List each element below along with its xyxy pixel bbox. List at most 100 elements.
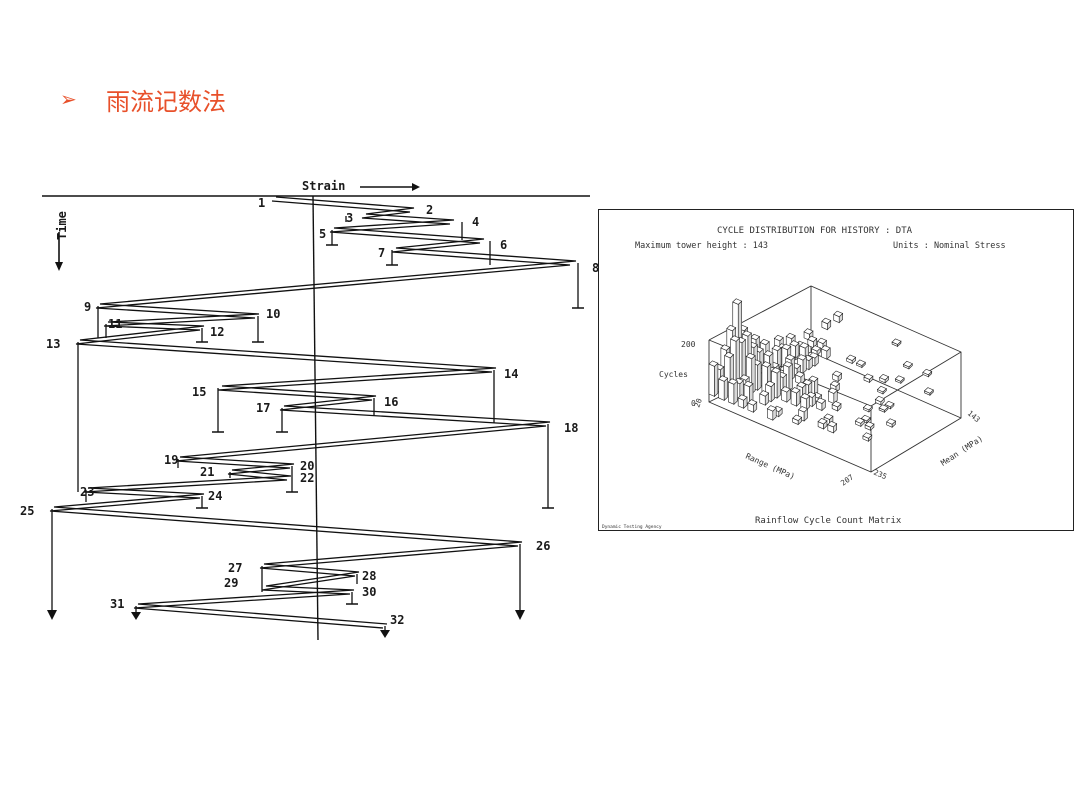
peak-label: 28 <box>362 569 376 583</box>
histogram-tower <box>831 401 842 408</box>
histogram-tower <box>708 360 719 367</box>
histogram-tower <box>833 310 844 318</box>
peak-label: 22 <box>300 471 314 485</box>
histogram-tower <box>733 377 744 385</box>
histogram-tower <box>886 418 897 425</box>
histogram-tower <box>726 324 737 332</box>
histogram-tower <box>803 328 814 335</box>
peak-label: 25 <box>20 504 34 518</box>
time-arrow-icon <box>55 232 63 271</box>
peak-label: 18 <box>564 421 578 435</box>
histogram-tower <box>884 400 895 408</box>
histogram-tower <box>771 367 782 374</box>
histogram-tower <box>741 330 752 337</box>
peak-label: 26 <box>536 539 550 553</box>
histogram-tower <box>747 399 758 406</box>
histogram-tower <box>846 354 857 361</box>
histogram-tower <box>807 335 818 343</box>
histogram-tower <box>923 387 934 394</box>
histogram-tower <box>862 432 873 439</box>
histogram-tower <box>718 378 725 401</box>
histogram-tower <box>723 377 728 402</box>
peak-label: 8 <box>592 261 599 275</box>
end-arrow-icons <box>47 610 525 638</box>
histogram-tower <box>860 414 871 422</box>
histogram-tower <box>788 363 793 392</box>
peak-label: 24 <box>208 489 222 503</box>
peak-label: 7 <box>378 246 385 260</box>
histogram-tower <box>724 351 735 359</box>
peak-label: 1 <box>258 196 265 210</box>
zero-strain-line <box>312 195 319 641</box>
histogram-caption: Rainflow Cycle Count Matrix <box>755 516 902 526</box>
histogram-tower <box>879 373 890 381</box>
peak-label: 15 <box>192 385 206 399</box>
peak-label: 13 <box>46 337 60 351</box>
peak-labels: 1 2 3 4 5 6 7 8 9 10 11 12 13 14 15 16 1… <box>20 196 599 627</box>
histogram-tower <box>733 380 738 406</box>
histogram-tower <box>922 368 933 376</box>
peak-label: 2 <box>426 203 433 217</box>
histogram-tower <box>821 317 832 325</box>
histogram-tower <box>832 370 843 377</box>
mean-axis-label: Mean (MPa) <box>939 434 984 468</box>
peak-label: 11 <box>108 317 122 331</box>
slide-heading: 雨流记数法 <box>106 87 226 116</box>
histogram-tower <box>878 404 889 411</box>
histogram-tower <box>759 338 770 346</box>
peak-label: 19 <box>164 453 178 467</box>
histogram-tower <box>817 337 827 345</box>
histogram-tower <box>800 393 811 400</box>
cycle-histogram-chart: CYCLE DISTRIBUTION FOR HISTORY : DTA Max… <box>602 226 1006 530</box>
histogram-tower <box>739 374 750 381</box>
histogram-tower <box>737 394 748 401</box>
range-axis-label: Range (MPa) <box>744 452 796 482</box>
peak-label: 31 <box>110 597 124 611</box>
histogram-tower <box>773 334 784 342</box>
peak-label: 14 <box>504 367 518 381</box>
y-tick-zero: 0 <box>691 399 696 408</box>
histogram-tower <box>727 378 738 385</box>
mean-tick: 143 <box>966 409 982 425</box>
strain-arrow-icon <box>360 183 420 191</box>
peak-label: 16 <box>384 395 398 409</box>
histogram-tower <box>794 371 805 378</box>
histogram-tower <box>782 361 793 368</box>
peak-label: 29 <box>224 576 238 590</box>
range-tick-start: 20 <box>692 397 704 409</box>
histogram-tower <box>743 380 754 388</box>
peak-label: 23 <box>80 485 94 499</box>
range-tick-a: 207 <box>839 472 855 487</box>
peak-label: 32 <box>390 613 404 627</box>
histogram-tower <box>827 387 838 394</box>
cycles-axis-label: Cycles <box>659 370 688 379</box>
peak-label: 20 <box>300 459 314 473</box>
strain-history-path <box>49 196 577 629</box>
histogram-tower <box>827 420 838 428</box>
histogram-tower <box>776 369 781 399</box>
histogram-tower <box>766 405 777 412</box>
histogram-tower <box>789 340 800 347</box>
rainflow-diagram: Strain Time <box>20 179 599 641</box>
peak-label: 3 <box>346 211 353 225</box>
peak-label: 10 <box>266 307 280 321</box>
range-tick-b: 235 <box>872 468 888 482</box>
histogram-tower <box>876 385 887 393</box>
histogram-tower <box>864 421 875 428</box>
strain-label: Strain <box>302 179 345 193</box>
histogram-tower <box>797 354 807 361</box>
peak-label: 5 <box>319 227 326 241</box>
histogram-tower <box>750 333 761 341</box>
histogram-tower <box>785 332 796 340</box>
histogram-tower <box>811 345 822 352</box>
bullet-arrow-icon: ➢ <box>60 87 77 111</box>
histogram-tower <box>802 379 813 386</box>
peak-label: 4 <box>472 215 479 229</box>
histogram-tower <box>820 345 831 352</box>
peak-label: 27 <box>228 561 242 575</box>
histogram-tower <box>763 350 774 357</box>
peak-label: 6 <box>500 238 507 252</box>
histogram-tower <box>894 375 905 382</box>
peak-label: 30 <box>362 585 376 599</box>
peak-label: 12 <box>210 325 224 339</box>
